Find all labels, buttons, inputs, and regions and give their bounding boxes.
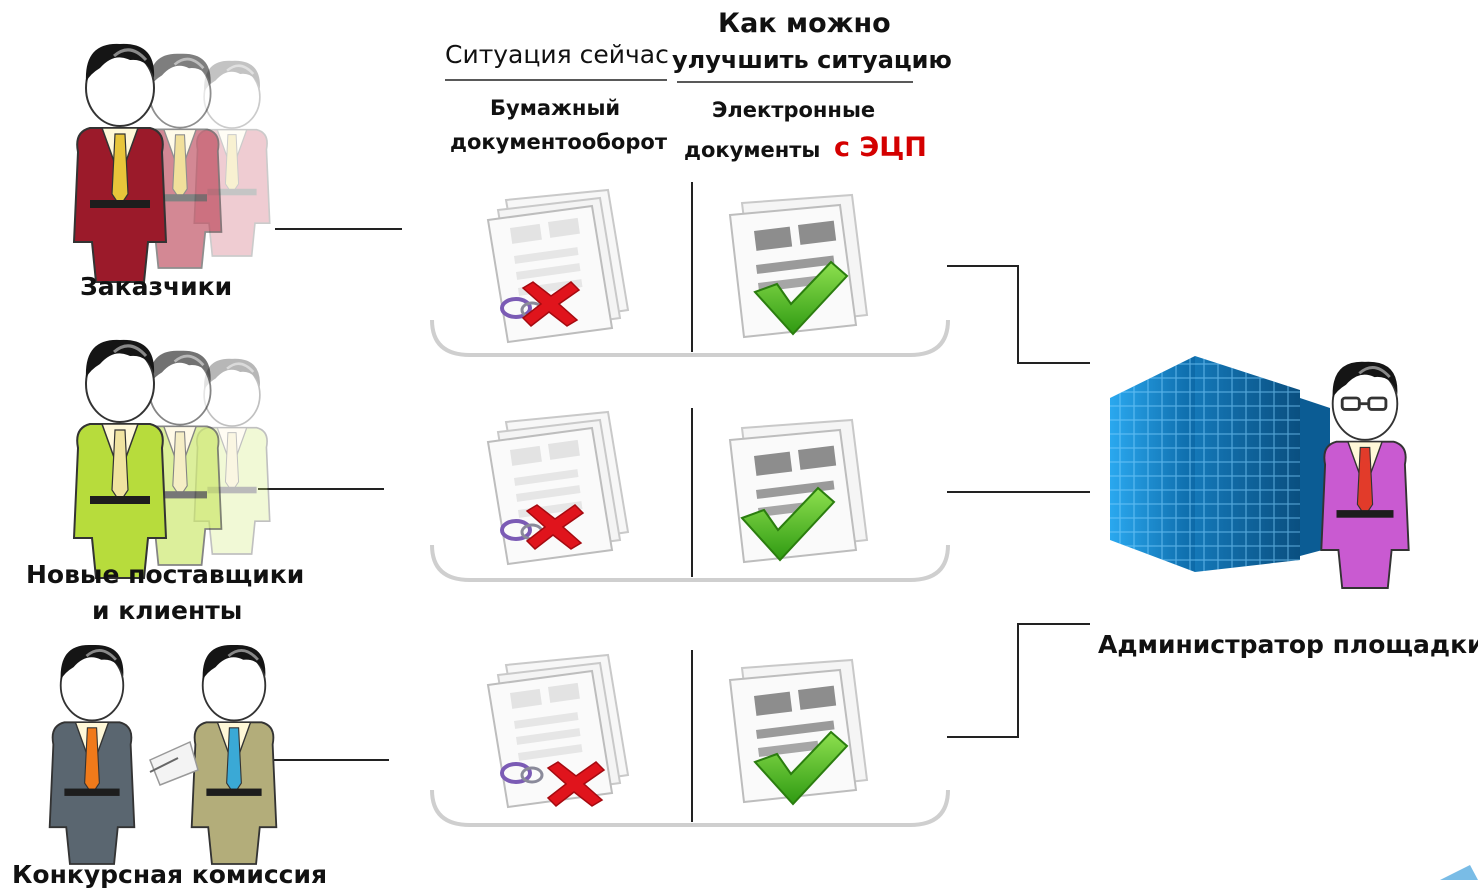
admin-figure	[1319, 360, 1411, 590]
commission-label: Конкурсная комиссия	[12, 860, 328, 889]
admin-label: Администратор площадки	[1098, 630, 1478, 659]
current-situation-label: Ситуация сейчас	[445, 40, 669, 69]
corner-accent	[1440, 865, 1478, 880]
suppliers-label-line1: Новые поставщики	[26, 560, 305, 589]
connector-admin-bottom	[947, 623, 1090, 738]
suppliers-figure	[72, 338, 271, 580]
paper-header-line2: документооборот	[450, 130, 667, 154]
building-icon	[1110, 356, 1330, 572]
edocs-header-line1: Электронные	[712, 98, 876, 122]
commission-figure	[48, 643, 278, 866]
improve-title-line2: улучшить ситуацию	[672, 46, 952, 74]
row-panel-3	[430, 789, 950, 827]
improve-title-line1: Как можно	[718, 8, 891, 39]
suppliers-label-line2: и клиенты	[92, 596, 243, 625]
connector-admin-top	[947, 265, 1090, 364]
paper-header-line1: Бумажный	[490, 96, 621, 120]
edocs-signature-highlight: с ЭЦП	[834, 132, 927, 163]
customers-figure	[72, 42, 271, 284]
edocs-header-line2: документы	[684, 138, 821, 162]
customers-label: Заказчики	[80, 272, 233, 301]
row-panel-2	[430, 544, 950, 582]
row-panel-1	[430, 319, 950, 357]
paper-docs-icon	[486, 410, 630, 566]
paper-docs-icon	[486, 653, 630, 809]
